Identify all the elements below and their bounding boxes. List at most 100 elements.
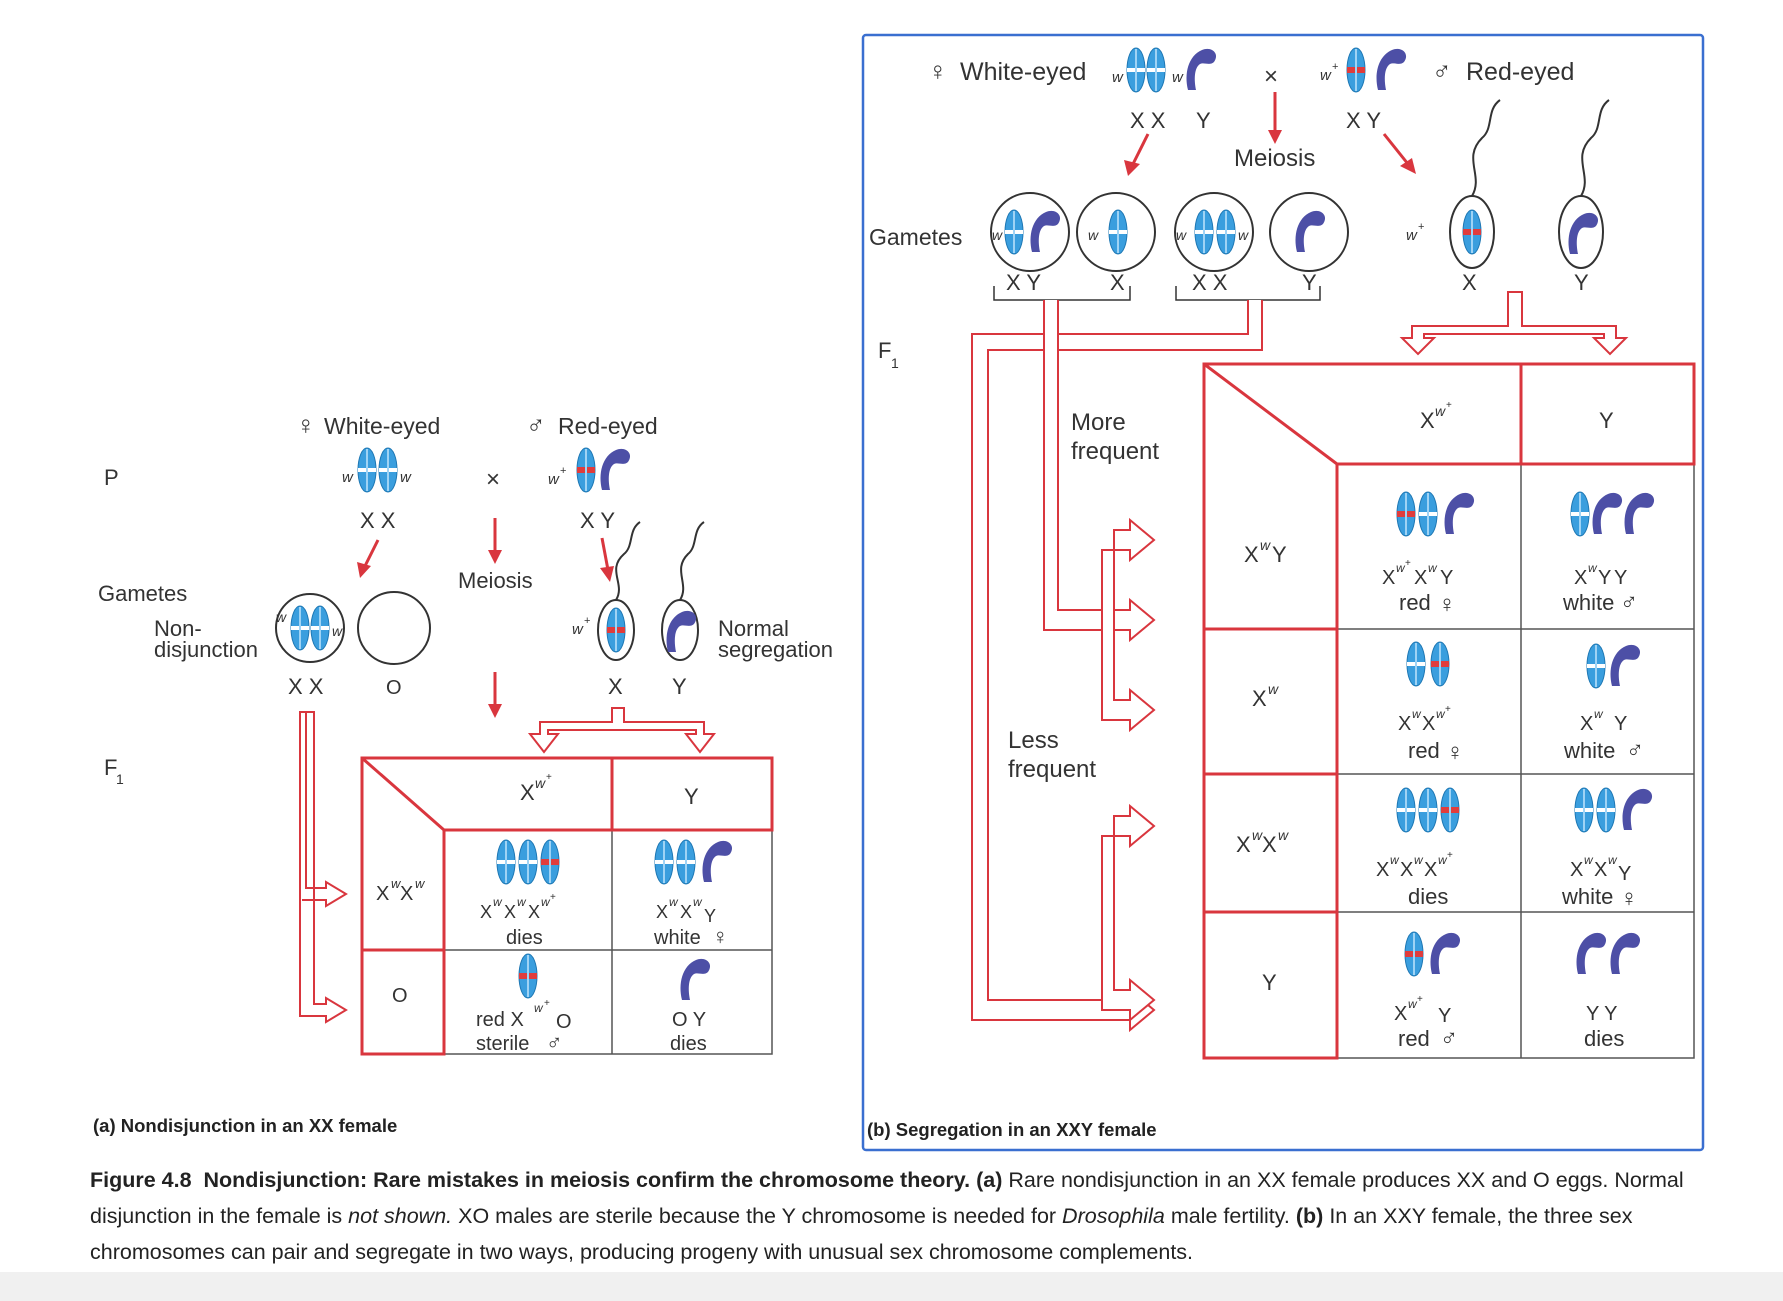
b-cell-r1c1: X w + X w Y red ♀ bbox=[1382, 491, 1475, 618]
svg-text:X: X bbox=[1400, 859, 1413, 881]
svg-text:Y: Y bbox=[1598, 567, 1611, 589]
svg-text:X: X bbox=[528, 902, 540, 922]
svg-text:dies: dies bbox=[1408, 884, 1448, 909]
b-cell-r2c1: X w X w + red ♀ bbox=[1398, 641, 1464, 766]
nondisjunction-label-2: disjunction bbox=[154, 637, 258, 662]
punnett-a: X w + Y X w X w O X w X w X w + dies bbox=[360, 756, 774, 1056]
svg-text:Y Y: Y Y bbox=[1586, 1003, 1618, 1025]
svg-text:w: w bbox=[1584, 853, 1594, 867]
svg-text:+: + bbox=[1332, 61, 1338, 73]
svg-text:w: w bbox=[1438, 853, 1448, 867]
svg-text:Y: Y bbox=[704, 906, 716, 926]
svg-text:red: red bbox=[1398, 1026, 1430, 1051]
svg-text:♀: ♀ bbox=[712, 924, 729, 949]
b-male-chromosomes: w + bbox=[1320, 47, 1407, 93]
svg-text:Y: Y bbox=[1438, 1005, 1451, 1027]
svg-text:♂: ♂ bbox=[1620, 589, 1638, 616]
b-sperm-y bbox=[1558, 99, 1610, 269]
svg-text:Y: Y bbox=[1440, 567, 1453, 589]
sperm-y bbox=[661, 521, 705, 661]
egg-xx-label: X X bbox=[288, 674, 324, 699]
female-genotype: X X bbox=[360, 508, 396, 533]
svg-text:w: w bbox=[276, 609, 287, 625]
svg-text:+: + bbox=[1405, 558, 1411, 569]
more-frequent-l1: More bbox=[1071, 409, 1126, 436]
svg-text:red: red bbox=[1408, 738, 1440, 763]
svg-text:w: w bbox=[1390, 853, 1400, 867]
svg-text:♀: ♀ bbox=[1446, 739, 1464, 766]
caption-a-text-2: XO males are sterile because the Y chrom… bbox=[458, 1204, 1057, 1228]
less-frequent-l1: Less bbox=[1008, 727, 1059, 754]
svg-text:w: w bbox=[1260, 537, 1271, 553]
svg-text:w: w bbox=[1594, 707, 1604, 721]
svg-text:Y: Y bbox=[1614, 713, 1627, 735]
svg-text:w: w bbox=[1088, 227, 1099, 243]
svg-text:w: w bbox=[1408, 997, 1418, 1011]
svg-text:Y: Y bbox=[1574, 270, 1589, 295]
svg-text:X: X bbox=[1110, 270, 1125, 295]
normal-seg-label-2: segregation bbox=[718, 637, 833, 662]
punnett-b: X w + Y X w Y X w X w X w Y X w + X bbox=[1202, 362, 1696, 1060]
svg-text:w: w bbox=[1238, 227, 1249, 243]
b-row-3: X bbox=[1236, 832, 1251, 857]
svg-text:X: X bbox=[680, 902, 692, 922]
svg-text:w: w bbox=[1172, 69, 1184, 86]
row-label-f1: F bbox=[104, 755, 117, 780]
b-row-4: Y bbox=[1262, 970, 1277, 995]
svg-text:w: w bbox=[517, 895, 527, 909]
b-row-2: X bbox=[1252, 686, 1267, 711]
svg-text:X: X bbox=[1414, 567, 1427, 589]
male-genotype: X Y bbox=[580, 508, 615, 533]
svg-text:♂: ♂ bbox=[1432, 56, 1452, 86]
svg-text:X: X bbox=[1398, 713, 1411, 735]
svg-text:white: white bbox=[653, 927, 701, 949]
svg-text:w: w bbox=[1435, 403, 1446, 419]
svg-text:X: X bbox=[1462, 270, 1477, 295]
svg-text:+: + bbox=[544, 998, 550, 1009]
svg-text:w: w bbox=[391, 876, 402, 891]
b-female-chromosomes: w w bbox=[1112, 47, 1217, 93]
egg-o bbox=[357, 591, 431, 665]
svg-text:X: X bbox=[504, 902, 516, 922]
svg-text:X X: X X bbox=[1192, 270, 1228, 295]
caption-title: Nondisjunction: Rare mistakes in meiosis… bbox=[203, 1168, 971, 1192]
svg-text:w: w bbox=[415, 876, 426, 891]
svg-text:w: w bbox=[1412, 707, 1422, 721]
svg-text:w: w bbox=[493, 895, 503, 909]
svg-text:w: w bbox=[669, 895, 679, 909]
b-col-header-x: X bbox=[1420, 408, 1435, 433]
svg-text:X: X bbox=[1574, 567, 1587, 589]
b-female-label: White-eyed bbox=[960, 58, 1086, 86]
svg-text:+: + bbox=[1447, 850, 1453, 861]
svg-text:X: X bbox=[656, 902, 668, 922]
svg-text:w: w bbox=[535, 775, 546, 791]
svg-text:w: w bbox=[541, 895, 551, 909]
figure-caption: Figure 4.8 Nondisjunction: Rare mistakes… bbox=[90, 1162, 1770, 1270]
svg-text:w: w bbox=[332, 623, 343, 639]
egg-o-label: O bbox=[386, 677, 402, 699]
row-label-f1-sub: 1 bbox=[116, 771, 124, 787]
svg-text:w: w bbox=[1252, 827, 1263, 843]
footer-bar bbox=[0, 1272, 1783, 1301]
caption-b-text: In an XXY female, the three sex chromoso… bbox=[90, 1204, 1633, 1264]
caption-a-text-3: male fertility. bbox=[1170, 1204, 1290, 1228]
svg-text:w: w bbox=[1428, 561, 1438, 575]
b-egg-xy: w bbox=[990, 192, 1070, 272]
svg-text:white: white bbox=[1563, 738, 1615, 763]
b-cell-r4c1: X w + Y red ♂ bbox=[1394, 931, 1461, 1052]
svg-text:w: w bbox=[693, 895, 703, 909]
col-header-y: Y bbox=[684, 784, 699, 809]
meiosis-label: Meiosis bbox=[458, 568, 533, 593]
b-male-label: Red-eyed bbox=[1466, 58, 1574, 86]
b-col-header-y: Y bbox=[1599, 408, 1614, 433]
svg-text:w: w bbox=[1608, 853, 1618, 867]
b-row-1: X bbox=[1244, 542, 1259, 567]
svg-text:X: X bbox=[1570, 859, 1583, 881]
svg-text:w: w bbox=[1176, 227, 1187, 243]
svg-text:+: + bbox=[1446, 400, 1452, 411]
svg-text:♂: ♂ bbox=[1626, 737, 1644, 764]
svg-text:O: O bbox=[556, 1011, 572, 1033]
svg-text:red X: red X bbox=[476, 1009, 524, 1031]
svg-text:w: w bbox=[1278, 827, 1289, 843]
